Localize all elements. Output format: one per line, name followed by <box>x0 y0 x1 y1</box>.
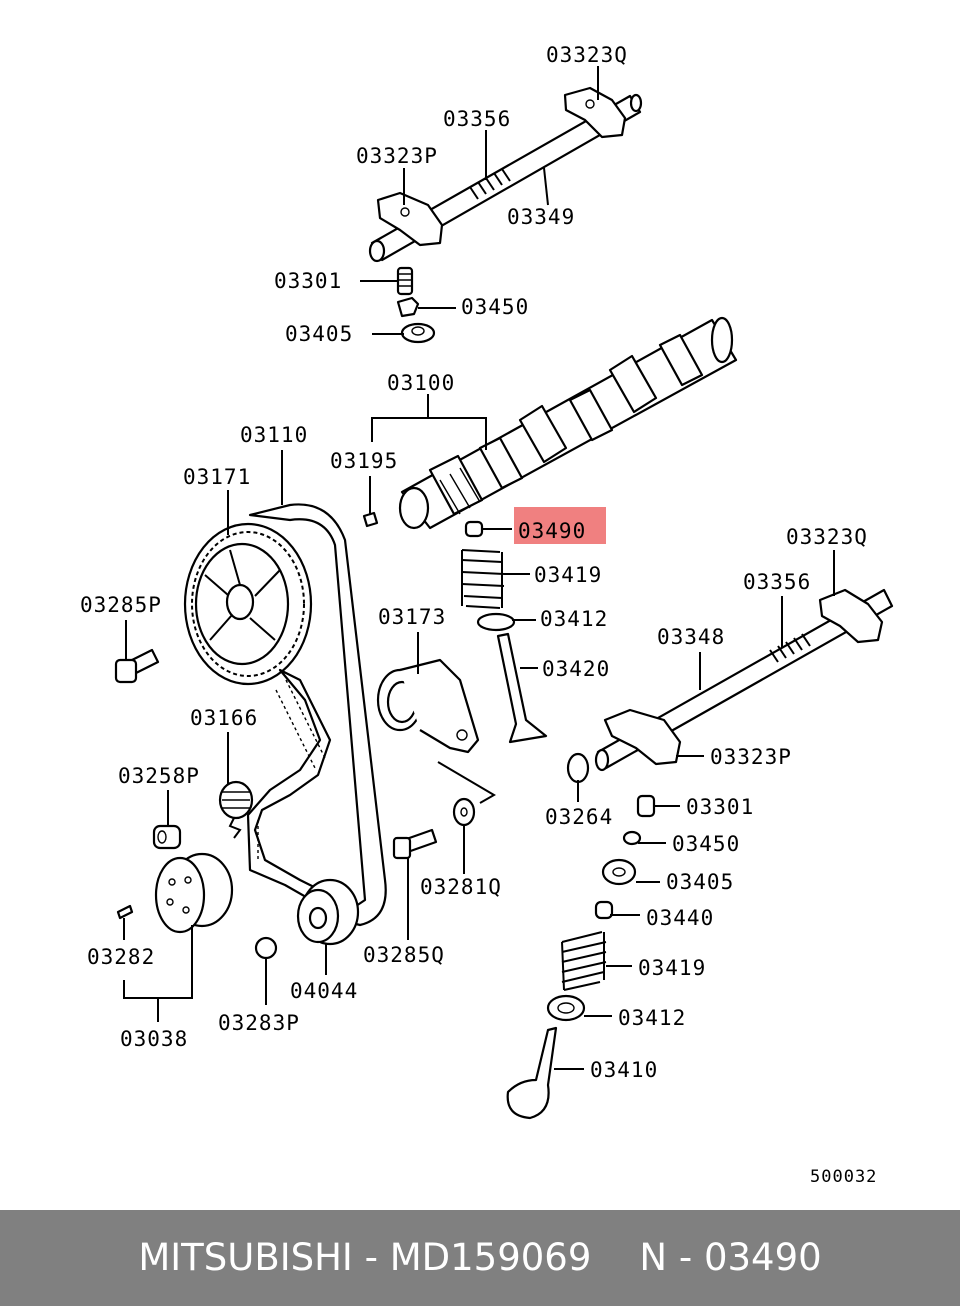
label-03195: 03195 <box>330 449 398 473</box>
label-03323p-top: 03323P <box>356 144 438 168</box>
label-03100: 03100 <box>387 371 455 395</box>
valve-03410 <box>506 1026 558 1120</box>
bushing-03258p <box>152 824 182 850</box>
cam-sprocket <box>183 522 313 686</box>
label-03323p-right: 03323P <box>710 745 792 769</box>
nut-right <box>622 830 642 846</box>
key-03282 <box>116 904 134 920</box>
label-03490: 03490 <box>518 519 586 543</box>
footer-bar: MITSUBISHI - MD159069 N - 03490 <box>0 1210 960 1306</box>
label-03356-right: 03356 <box>743 570 811 594</box>
label-03349: 03349 <box>507 205 575 229</box>
label-03173: 03173 <box>378 605 446 629</box>
bolt-03285q <box>392 828 438 860</box>
label-03281q: 03281Q <box>420 875 502 899</box>
valve-spring-bottom <box>561 931 607 991</box>
o-ring-03264 <box>566 752 590 784</box>
pin-03195 <box>362 511 379 528</box>
label-03282: 03282 <box>87 945 155 969</box>
leader-lines <box>123 66 835 1070</box>
label-03405-top: 03405 <box>285 322 353 346</box>
label-03166: 03166 <box>190 706 258 730</box>
label-03450-top: 03450 <box>461 295 529 319</box>
label-03348: 03348 <box>657 625 725 649</box>
rocker-shaft-top <box>368 86 643 263</box>
bolt-03285p <box>114 648 160 684</box>
valve-03420 <box>496 632 548 744</box>
pivot-right <box>601 858 637 886</box>
seal-03440 <box>594 900 614 920</box>
label-03412-top: 03412 <box>540 607 608 631</box>
highlight-box-03490 <box>514 507 606 544</box>
label-03412-bottom: 03412 <box>618 1006 686 1030</box>
nut-top <box>396 296 420 318</box>
label-03301-top: 03301 <box>274 269 342 293</box>
bolt-03283p <box>254 936 278 960</box>
label-03038: 03038 <box>120 1027 188 1051</box>
adjust-screw-right <box>636 794 656 818</box>
label-03356-top: 03356 <box>443 107 511 131</box>
label-03301-right: 03301 <box>686 795 754 819</box>
pivot-top <box>400 322 436 344</box>
label-03110: 03110 <box>240 423 308 447</box>
label-03171: 03171 <box>183 465 251 489</box>
spring-03166 <box>218 780 254 839</box>
label-03323q-right: 03323Q <box>786 525 868 549</box>
spring-seat-bottom <box>546 994 586 1022</box>
label-03419-top: 03419 <box>534 563 602 587</box>
idler-pulley <box>296 878 360 946</box>
valve-spring-top <box>461 549 505 609</box>
adjust-screw-top <box>396 266 414 296</box>
parts-diagram: 03323Q 03356 03323P 03349 03301 03450 03… <box>80 43 894 1187</box>
label-03419-bottom: 03419 <box>638 956 706 980</box>
label-03264: 03264 <box>545 805 613 829</box>
spring-seat-top <box>476 612 516 632</box>
valve-stem-seal-03490 <box>464 520 484 538</box>
label-03285p: 03285P <box>80 593 162 617</box>
camshaft <box>398 316 738 530</box>
label-03323q-top: 03323Q <box>546 43 628 67</box>
crank-sprocket <box>154 852 234 934</box>
washer-03281q <box>452 797 476 827</box>
label-03283p: 03283P <box>218 1011 300 1035</box>
part-labels: 03323Q 03356 03323P 03349 03301 03450 03… <box>80 43 877 1187</box>
timing-belt <box>246 503 387 927</box>
footer-part-info: MITSUBISHI - MD159069 <box>138 1236 592 1279</box>
rocker-shaft-right <box>594 588 894 772</box>
label-03450-right: 03450 <box>672 832 740 856</box>
label-03410: 03410 <box>590 1058 658 1082</box>
tensioner <box>376 658 496 804</box>
label-03440: 03440 <box>646 906 714 930</box>
label-04044: 04044 <box>290 979 358 1003</box>
label-03420: 03420 <box>542 657 610 681</box>
label-03405-right: 03405 <box>666 870 734 894</box>
ref-code: 500032 <box>810 1167 877 1187</box>
footer-ref-label: N - 03490 <box>639 1236 822 1279</box>
label-03285q: 03285Q <box>363 943 445 967</box>
label-03258p: 03258P <box>118 764 200 788</box>
